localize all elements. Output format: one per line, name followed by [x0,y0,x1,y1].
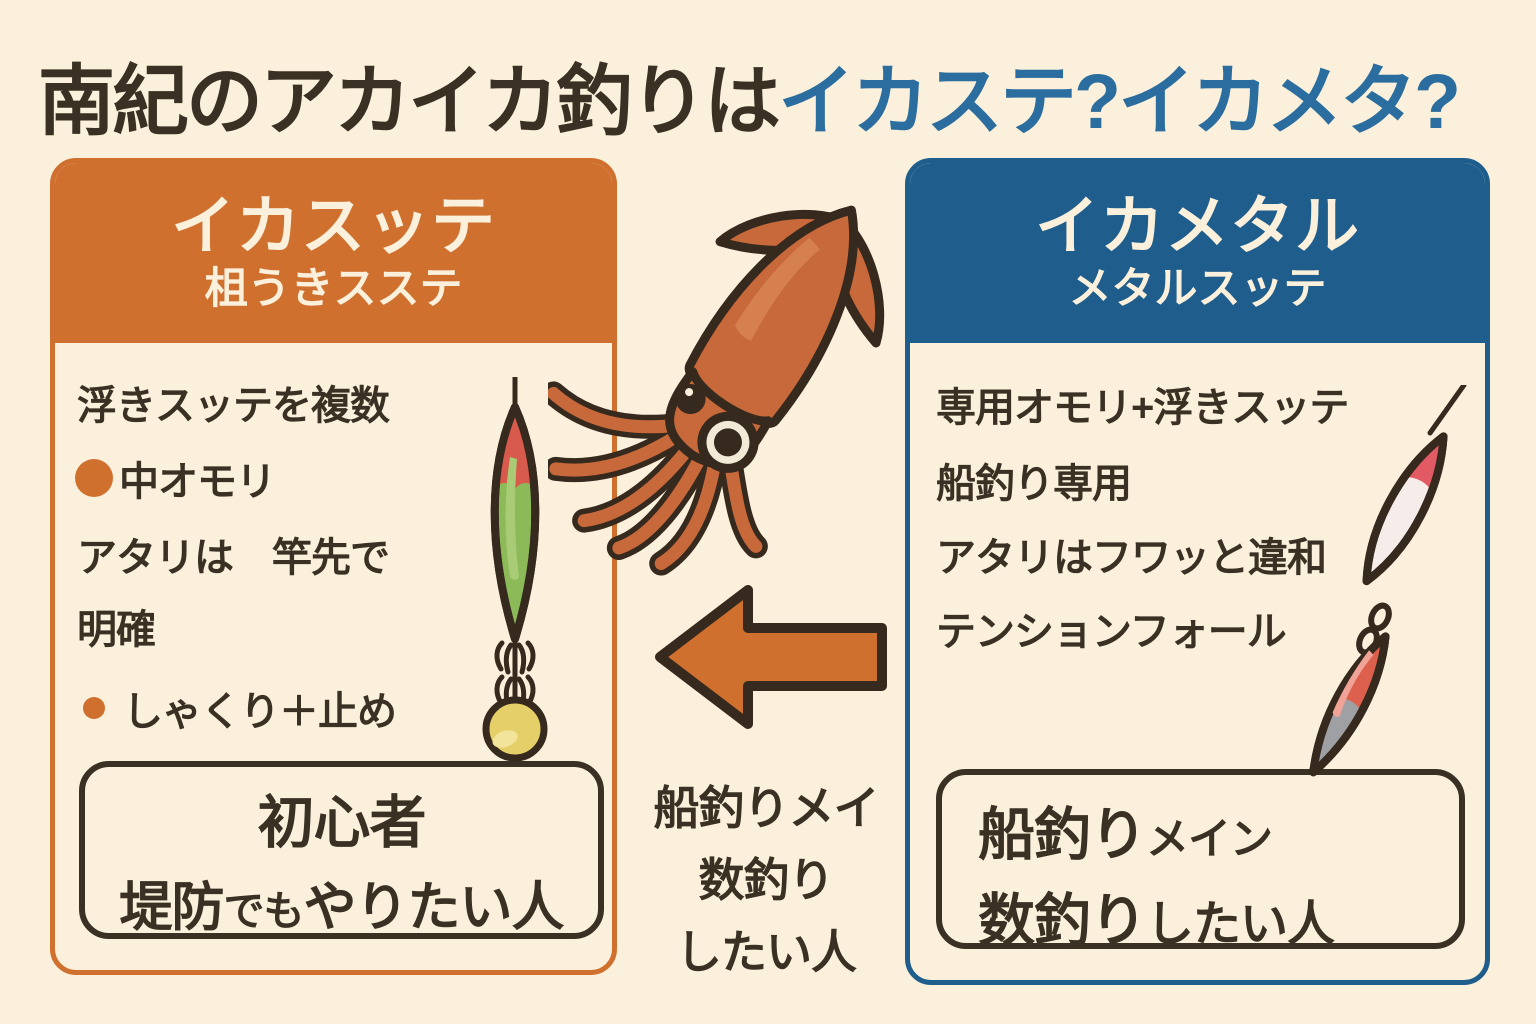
ika-metal-card-subtitle: メタルスッテ [1068,264,1327,313]
center-note: 船釣りメイ 数釣り したい人 [628,772,904,988]
left-point-4: 明確 [77,608,156,652]
right-target-line1: 船釣りメイン [978,803,1273,867]
right-point-3: アタリはフワッと違和 [936,536,1327,580]
center-note-line1: 船釣りメイ [653,782,880,834]
center-note-line2: 数釣り [698,854,835,906]
left-point-5: しゃくり＋止め [75,679,397,737]
ika-metal-card: イカメタル メタルスッテ 専用オモリ+浮きスッテ 船釣り専用 アタリはフワッと違… [905,158,1490,985]
page-title-plain: 南紀のアカイカ釣りは [38,59,781,145]
ika-sutte-card-title: イカスッテ [171,189,496,262]
ika-sutte-card-subtitle: 柤うきスステ [204,264,463,313]
float-sutte-lure-icon [482,377,548,762]
right-point-4: テンションフォール [936,610,1287,654]
left-point-1: 浮きスッテを複数 [77,384,390,428]
bullet-dot-icon [75,459,113,497]
squid-illustration-icon [548,205,885,576]
ika-metal-card-header: イカメタル メタルスッテ [910,163,1485,343]
right-target-line2: 数釣りしたい人 [978,889,1335,953]
right-point-1: 専用オモリ+浮きスッテ [936,386,1349,430]
ika-metal-card-title: イカメタル [1035,189,1360,262]
right-target-box: 船釣りメイン 数釣りしたい人 [936,769,1465,953]
left-target-box: 初心者 堤防でもやりたい人 [79,761,604,939]
page-title: 南紀のアカイカ釣りはイカステ?イカメタ? [38,40,1518,151]
metal-sutte-lure-icon [1309,385,1467,777]
page-title-highlight: イカステ?イカメタ? [778,59,1461,145]
right-point-2: 船釣り専用 [936,462,1132,506]
left-target-line2: 堤防でもやりたい人 [119,878,565,937]
left-target-line1: 初心者 [257,791,427,855]
bullet-dot-icon [83,697,105,719]
left-arrow-icon [655,585,887,729]
center-note-line3: したい人 [676,926,857,978]
ika-sutte-card-header: イカスッテ 柤うきスステ [55,163,612,343]
left-point-3: アタリは 竿先で [77,536,390,580]
left-point-2: 中オモリ [75,449,276,507]
ika-sutte-card: イカスッテ 柤うきスステ 浮きスッテを複数 中オモリ アタリは 竿先で 明確 し… [50,158,617,975]
